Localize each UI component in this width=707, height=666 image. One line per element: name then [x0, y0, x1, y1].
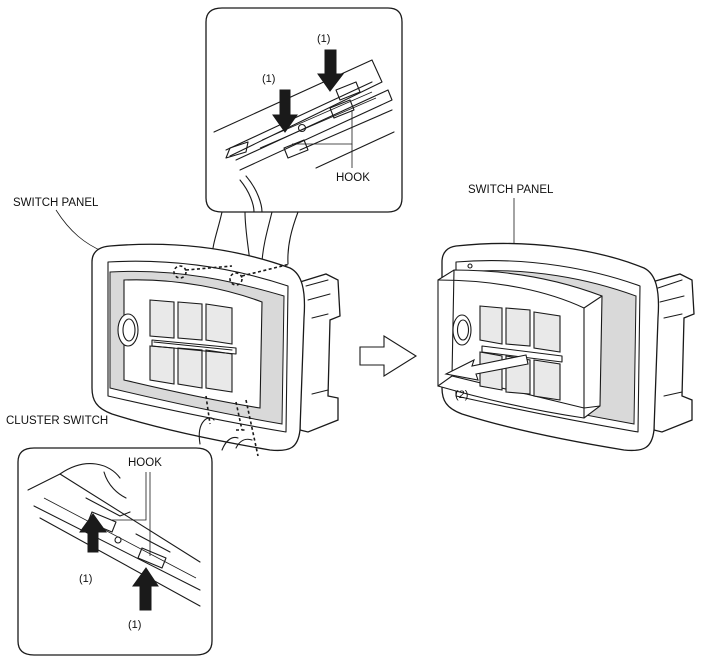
step1-bottom-left-label: (1) [79, 573, 92, 585]
step1-top-left-label: (1) [262, 73, 275, 85]
hook-top-label: HOOK [336, 172, 370, 184]
step2-label: (2) [455, 389, 468, 401]
bottom-hook-detail-callout: (1) (1) HOOK [17, 417, 253, 656]
left-switch-panel-leader [55, 209, 105, 253]
bottom-hook-bracket-drawing [27, 463, 201, 607]
cluster-switch-label: CLUSTER SWITCH [6, 415, 108, 427]
step1-bottom-right-label: (1) [128, 619, 141, 631]
left-switch-panel-label: SWITCH PANEL [13, 197, 99, 209]
left-switch-keys [149, 299, 237, 393]
pull-arrow-icon [444, 354, 529, 381]
step1-top-right-label: (1) [317, 33, 330, 45]
right-switch-panel-label: SWITCH PANEL [468, 184, 554, 196]
top-hook-bracket-drawing [213, 59, 395, 213]
left-switch-assembly [91, 243, 341, 457]
right-outline-arrow-icon [359, 335, 418, 377]
top-hook-detail-callout: (1) (1) HOOK [205, 7, 403, 265]
up-arrow-icon [132, 567, 159, 611]
hook-bottom-label: HOOK [128, 457, 162, 469]
down-arrow-icon [272, 89, 298, 133]
right-switch-assembly: (2) [437, 242, 695, 452]
up-arrow-icon [79, 513, 107, 553]
down-arrow-icon [317, 49, 345, 92]
